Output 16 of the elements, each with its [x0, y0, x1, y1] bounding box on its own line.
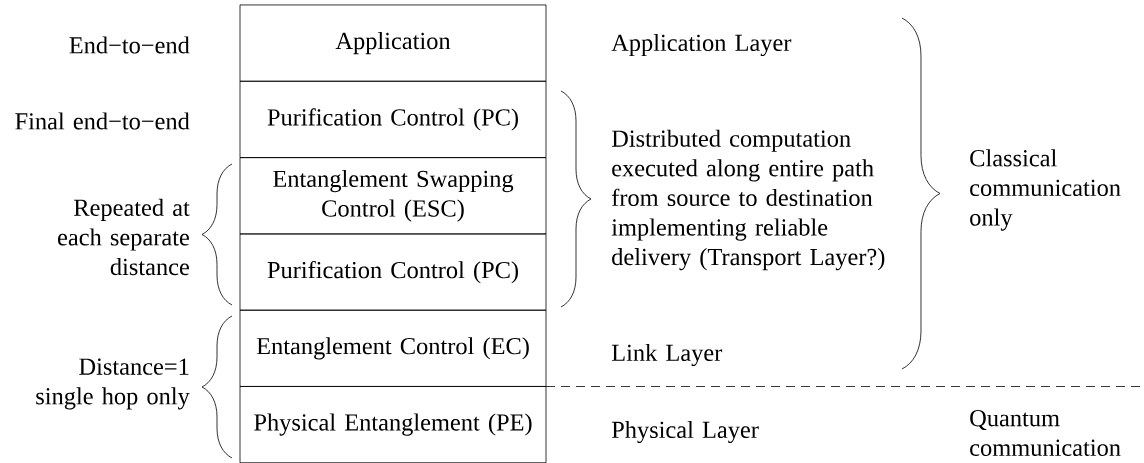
layer-note: Physical Layer — [611, 420, 759, 444]
layer-note: Quantum communication — [970, 410, 1121, 456]
layer-box: Entanglement Control (EC) — [239, 309, 547, 387]
layer-box: Purification Control (PC) — [239, 80, 547, 158]
layer-note: Application Layer — [611, 33, 792, 57]
layer-box: Purification Control (PC) — [239, 233, 547, 311]
layer-note: Classical communication only — [970, 149, 1121, 231]
layer-note: Final end−to−end — [15, 112, 190, 130]
layer-box: Physical Entanglement (PE) — [239, 386, 547, 463]
layer-note: End−to−end — [69, 36, 190, 54]
layer-note: Repeated at each separate distance — [58, 198, 190, 276]
layer-note: Distance=1 single hop only — [36, 358, 190, 410]
layer-note: Distributed computation executed along entire path from source to destination implementing reliable delivery (Transport Layer?) — [611, 129, 885, 271]
layer-note: Link Layer — [611, 343, 723, 367]
layer-box: Entanglement Swapping Control (ESC) — [239, 157, 547, 235]
layer-box: Application — [239, 4, 547, 82]
